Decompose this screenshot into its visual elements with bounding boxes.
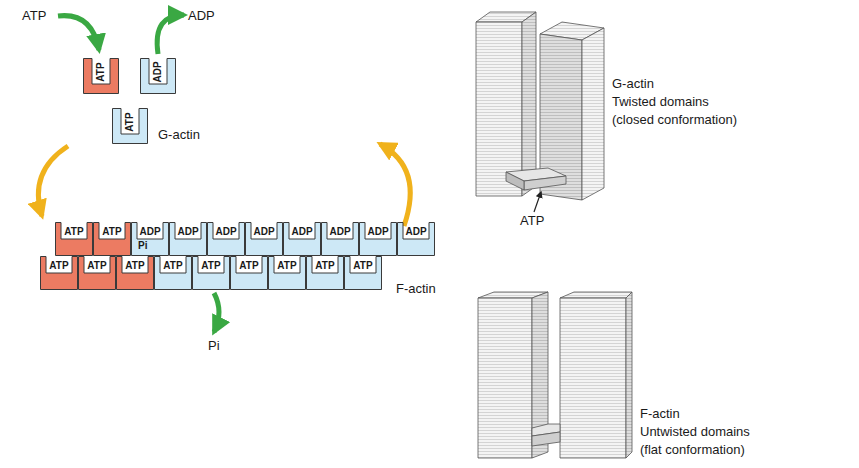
block-face: [476, 22, 522, 196]
nucleotide-label: ADP: [177, 227, 198, 237]
monomer-outline: [132, 223, 169, 256]
monomer-outline: [41, 257, 78, 290]
block-face: [522, 12, 536, 196]
monomer-outline: [79, 257, 116, 290]
monomer-outline: [117, 257, 154, 290]
monomer-outline: [84, 59, 119, 94]
block-face: [560, 298, 626, 458]
pi-release-arrow: [214, 293, 219, 332]
g-actin-block: [476, 12, 604, 200]
f-actin-block: [478, 292, 632, 458]
block-face: [478, 298, 532, 458]
nucleotide-label: ATP: [125, 112, 135, 131]
block-face: [626, 292, 632, 458]
figure-caption-label: (closed conformation): [612, 112, 737, 128]
monomer-outline: [56, 223, 93, 256]
actin-monomer: ATP: [93, 222, 131, 256]
actin-monomer: ADP: [283, 222, 321, 256]
figure-caption-label: (flat conformation): [640, 442, 745, 458]
actin-monomer: ATP: [230, 256, 268, 290]
figure-caption-label: Twisted domains: [612, 94, 709, 110]
monomer-outline: [208, 223, 245, 256]
phosphate-label: Pi: [138, 241, 147, 251]
molecule-label: ATP: [22, 8, 46, 24]
atp-pocket: [524, 176, 566, 190]
nucleotide-label: ADP: [405, 227, 426, 237]
nucleotide-label: ATP: [353, 261, 372, 271]
actin-monomer: ATPG-actin: [112, 108, 148, 144]
leader-line: [534, 192, 541, 212]
nucleotide-label: ADP: [291, 227, 312, 237]
atp-binding-arrow: [58, 16, 99, 50]
nucleotide-label: ATP: [239, 261, 258, 271]
figure-caption-label: G-actin: [612, 76, 654, 92]
actin-monomer: ATP: [116, 256, 154, 290]
block-face: [560, 292, 632, 298]
actin-monomer: ADP: [245, 222, 283, 256]
nucleotide-label: ATP: [201, 261, 220, 271]
monomer-outline: [193, 257, 230, 290]
actin-monomer: ADP: [207, 222, 245, 256]
actin-monomer: ATP: [306, 256, 344, 290]
monomer-outline: [113, 109, 148, 144]
figure-caption-label: F-actin: [640, 406, 680, 422]
monomer-outline: [141, 59, 176, 94]
monomer-outline: [322, 223, 359, 256]
figure-caption-label: ATP: [520, 213, 544, 229]
figure-caption-label: Untwisted domains: [640, 424, 750, 440]
monomer-outline: [155, 257, 192, 290]
actin-monomer: ATP: [55, 222, 93, 256]
nucleotide-label: ATP: [277, 261, 296, 271]
monomer-outline: [170, 223, 207, 256]
actin-monomer: ATP: [83, 58, 119, 94]
nucleotide-label: ATP: [64, 227, 83, 237]
nucleotide-label: ATP: [49, 261, 68, 271]
nucleotide-label: ATP: [102, 227, 121, 237]
actin-monomer: ADP: [321, 222, 359, 256]
nucleotide-label: ADP: [153, 61, 163, 82]
actin-monomer: ADP: [140, 58, 176, 94]
nucleotide-label: ATP: [163, 261, 182, 271]
nucleotide-label: ATP: [96, 62, 106, 81]
monomer-outline: [307, 257, 344, 290]
actin-monomer: ADP Pi: [131, 222, 169, 256]
monomer-name: G-actin: [158, 128, 200, 141]
nucleotide-label: ADP: [139, 227, 160, 237]
nucleotide-label: ADP: [329, 227, 350, 237]
adp-release-arrow: [157, 15, 184, 54]
monomer-outline: [231, 257, 268, 290]
actin-monomer: ATP: [192, 256, 230, 290]
nucleotide-label: ADP: [367, 227, 388, 237]
monomer-outline: [284, 223, 321, 256]
actin-monomer: ATP: [40, 256, 78, 290]
monomer-outline: [269, 257, 306, 290]
nucleotide-label: ATP: [315, 261, 334, 271]
nucleotide-label: ADP: [253, 227, 274, 237]
monomer-outline: [360, 223, 397, 256]
nucleotide-label: ATP: [87, 261, 106, 271]
actin-monomer: ADP: [359, 222, 397, 256]
depolymerization-arrow: [380, 144, 410, 226]
monomer-outline: [246, 223, 283, 256]
monomer-outline: [398, 223, 435, 256]
molecule-label: Pi: [208, 338, 220, 354]
molecule-label: ADP: [188, 8, 215, 24]
actin-monomer: ATP: [268, 256, 306, 290]
actin-monomer: ATP: [154, 256, 192, 290]
atp-pocket: [506, 172, 524, 190]
atp-pocket: [532, 432, 560, 446]
nucleotide-label: ATP: [125, 261, 144, 271]
actin-monomer: ADP: [169, 222, 207, 256]
monomer-outline: [345, 257, 382, 290]
actin-monomer: ATP: [344, 256, 382, 290]
molecule-label: F-actin: [396, 281, 436, 297]
nucleotide-label: ADP: [215, 227, 236, 237]
polymerization-arrow: [38, 146, 68, 216]
actin-monomer: ADP: [397, 222, 435, 256]
monomer-outline: [94, 223, 131, 256]
actin-monomer: ATP: [78, 256, 116, 290]
block-face: [582, 28, 604, 200]
